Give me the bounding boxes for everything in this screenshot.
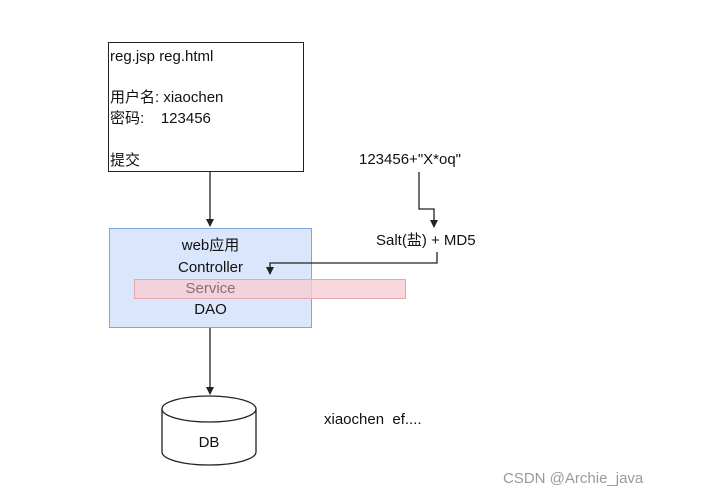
salt-to-service-arrow	[266, 252, 438, 275]
dao-label: DAO	[194, 301, 227, 318]
database-cylinder	[161, 395, 257, 466]
watermark-text: CSDN @Archie_java	[503, 470, 644, 487]
db-label: DB	[198, 434, 220, 451]
web-app-title: web应用	[181, 237, 240, 254]
service-layer-band	[134, 279, 406, 299]
service-label: Service	[185, 280, 236, 297]
registration-form-box	[108, 42, 304, 172]
salt-md5-label: Salt(盐) + MD5	[376, 232, 476, 249]
form-title: reg.jsp reg.html	[110, 48, 214, 65]
salt-formula: 123456+"X*oq"	[359, 151, 461, 168]
submit-label: 提交	[110, 152, 141, 169]
controller-label: Controller	[177, 259, 244, 276]
web-app-box	[109, 228, 312, 328]
username-line: 用户名: xiaochen	[110, 89, 224, 106]
stored-password-value: xiaochen ef....	[324, 411, 422, 428]
password-line: 密码: 123456	[110, 110, 211, 127]
formula-to-salt-arrow	[418, 172, 438, 228]
